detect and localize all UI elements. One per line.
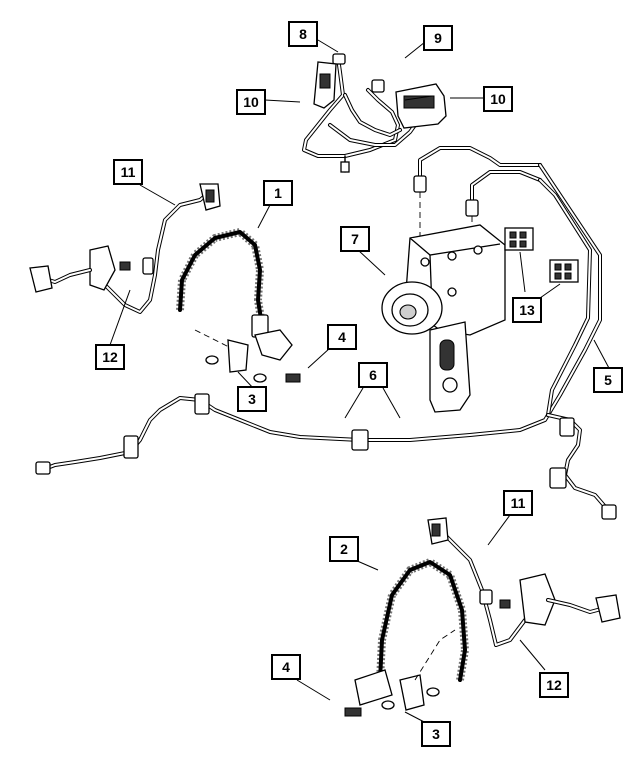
svg-text:3: 3 [248, 391, 256, 407]
callout-11-upper: 11 [113, 159, 143, 185]
front-brake-hose-left [176, 227, 301, 383]
svg-text:12: 12 [102, 349, 118, 365]
leader-lines [109, 39, 611, 726]
callout-4-lower: 4 [271, 654, 301, 680]
callout-10-right: 10 [483, 86, 513, 112]
abs-hydraulic-control-unit [381, 146, 542, 413]
svg-text:10: 10 [243, 94, 259, 110]
svg-text:1: 1 [274, 185, 282, 201]
svg-text:4: 4 [282, 659, 290, 675]
callout-12-lower: 12 [539, 672, 569, 698]
svg-text:11: 11 [511, 495, 526, 511]
mounting-bolt-kits [504, 227, 579, 299]
svg-text:3: 3 [432, 726, 440, 742]
rear-brake-tube-assembly [35, 163, 617, 520]
front-brake-hose-right [344, 557, 470, 717]
svg-text:2: 2 [340, 541, 348, 557]
callout-3-upper: 3 [237, 386, 267, 412]
svg-text:4: 4 [338, 329, 346, 345]
callout-9: 9 [423, 25, 453, 51]
svg-text:5: 5 [604, 372, 612, 388]
svg-text:13: 13 [519, 302, 535, 318]
wheel-speed-sensor-left [29, 183, 221, 314]
svg-text:6: 6 [369, 367, 377, 383]
callout-13: 13 [512, 297, 542, 323]
svg-text:9: 9 [434, 30, 442, 46]
svg-text:7: 7 [351, 231, 359, 247]
svg-text:11: 11 [121, 164, 136, 180]
callout-2: 2 [329, 536, 359, 562]
callout-12-upper: 12 [95, 344, 125, 370]
callout-4-upper: 4 [327, 324, 357, 350]
upper-brake-tube-assembly [302, 53, 447, 173]
svg-text:8: 8 [299, 26, 307, 42]
callout-1: 1 [263, 180, 293, 206]
callout-8: 8 [288, 21, 318, 47]
callout-10-left: 10 [236, 89, 266, 115]
callout-7: 7 [340, 226, 370, 252]
callout-6: 6 [358, 362, 388, 388]
callout-11-lower: 11 [503, 490, 533, 516]
svg-text:10: 10 [490, 91, 506, 107]
wheel-speed-sensor-right [427, 517, 621, 647]
callout-5: 5 [593, 367, 623, 393]
svg-text:12: 12 [546, 677, 562, 693]
callout-3-lower: 3 [421, 721, 451, 747]
